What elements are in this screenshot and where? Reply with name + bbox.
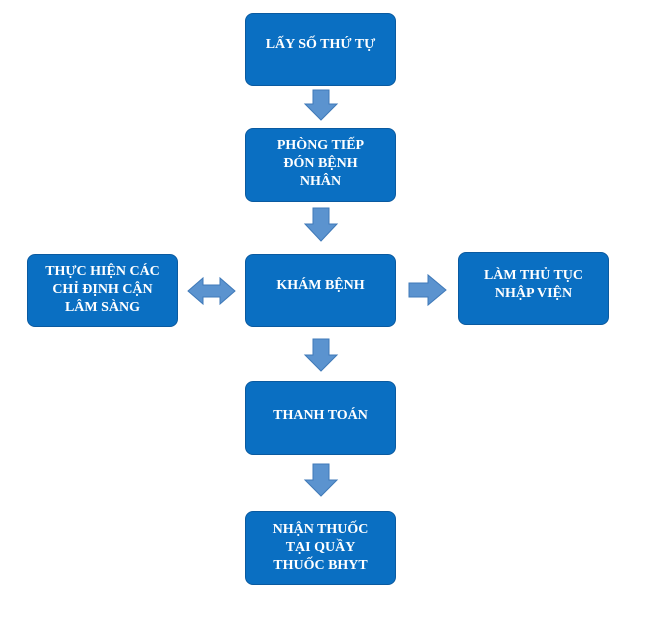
node-nhan-thuoc: NHẬN THUỐC TẠI QUẦY THUỐC BHYT [245,511,396,585]
node-label: THANH TOÁN [273,408,368,423]
node-label-line: THỰC HIỆN CÁC [45,264,160,279]
node-label: KHÁM BỆNH [276,278,365,293]
node-lay-so-thu-tu: LẤY SỐ THỨ TỰ [245,13,396,86]
node-thanh-toan: THANH TOÁN [245,381,396,455]
arrow-down-3 [303,338,339,372]
node-label-group: NHẬN THUỐC TẠI QUẦY THUỐC BHYT [273,521,369,575]
node-kham-benh: KHÁM BỆNH [245,254,396,327]
node-phong-tiep-don: PHÒNG TIẾP ĐÓN BỆNH NHÂN [245,128,396,202]
node-label-line: NHẬP VIỆN [494,286,573,301]
node-label-line: PHÒNG TIẾP [276,138,365,153]
node-label-line: LÂM SÀNG [64,300,141,315]
node-label-line: TẠI QUẦY [285,540,356,555]
node-lam-thu-tuc: LÀM THỦ TỤC NHẬP VIỆN [458,252,609,325]
node-label-line: THUỐC BHYT [273,558,368,573]
arrow-down-1 [303,89,339,121]
node-label-line: LÀM THỦ TỤC [483,268,584,283]
node-label-line: ĐÓN BỆNH [283,156,358,171]
node-label-line: NHÂN [299,174,342,189]
node-label-group: THỰC HIỆN CÁC CHỈ ĐỊNH CẬN LÂM SÀNG [45,263,160,317]
node-thuc-hien-chi-dinh: THỰC HIỆN CÁC CHỈ ĐỊNH CẬN LÂM SÀNG [27,254,178,327]
arrow-down-4 [303,463,339,497]
node-label-group: PHÒNG TIẾP ĐÓN BỆNH NHÂN [277,137,364,191]
arrow-down-2 [303,207,339,242]
node-label-line: CHỈ ĐỊNH CẬN [52,282,153,297]
arrow-double-left-right [187,276,236,306]
node-label-line: NHẬN THUỐC [272,522,369,537]
node-label-group: LÀM THỦ TỤC NHẬP VIỆN [484,267,583,303]
arrow-right [408,273,447,307]
node-label: LẤY SỐ THỨ TỰ [265,37,376,52]
